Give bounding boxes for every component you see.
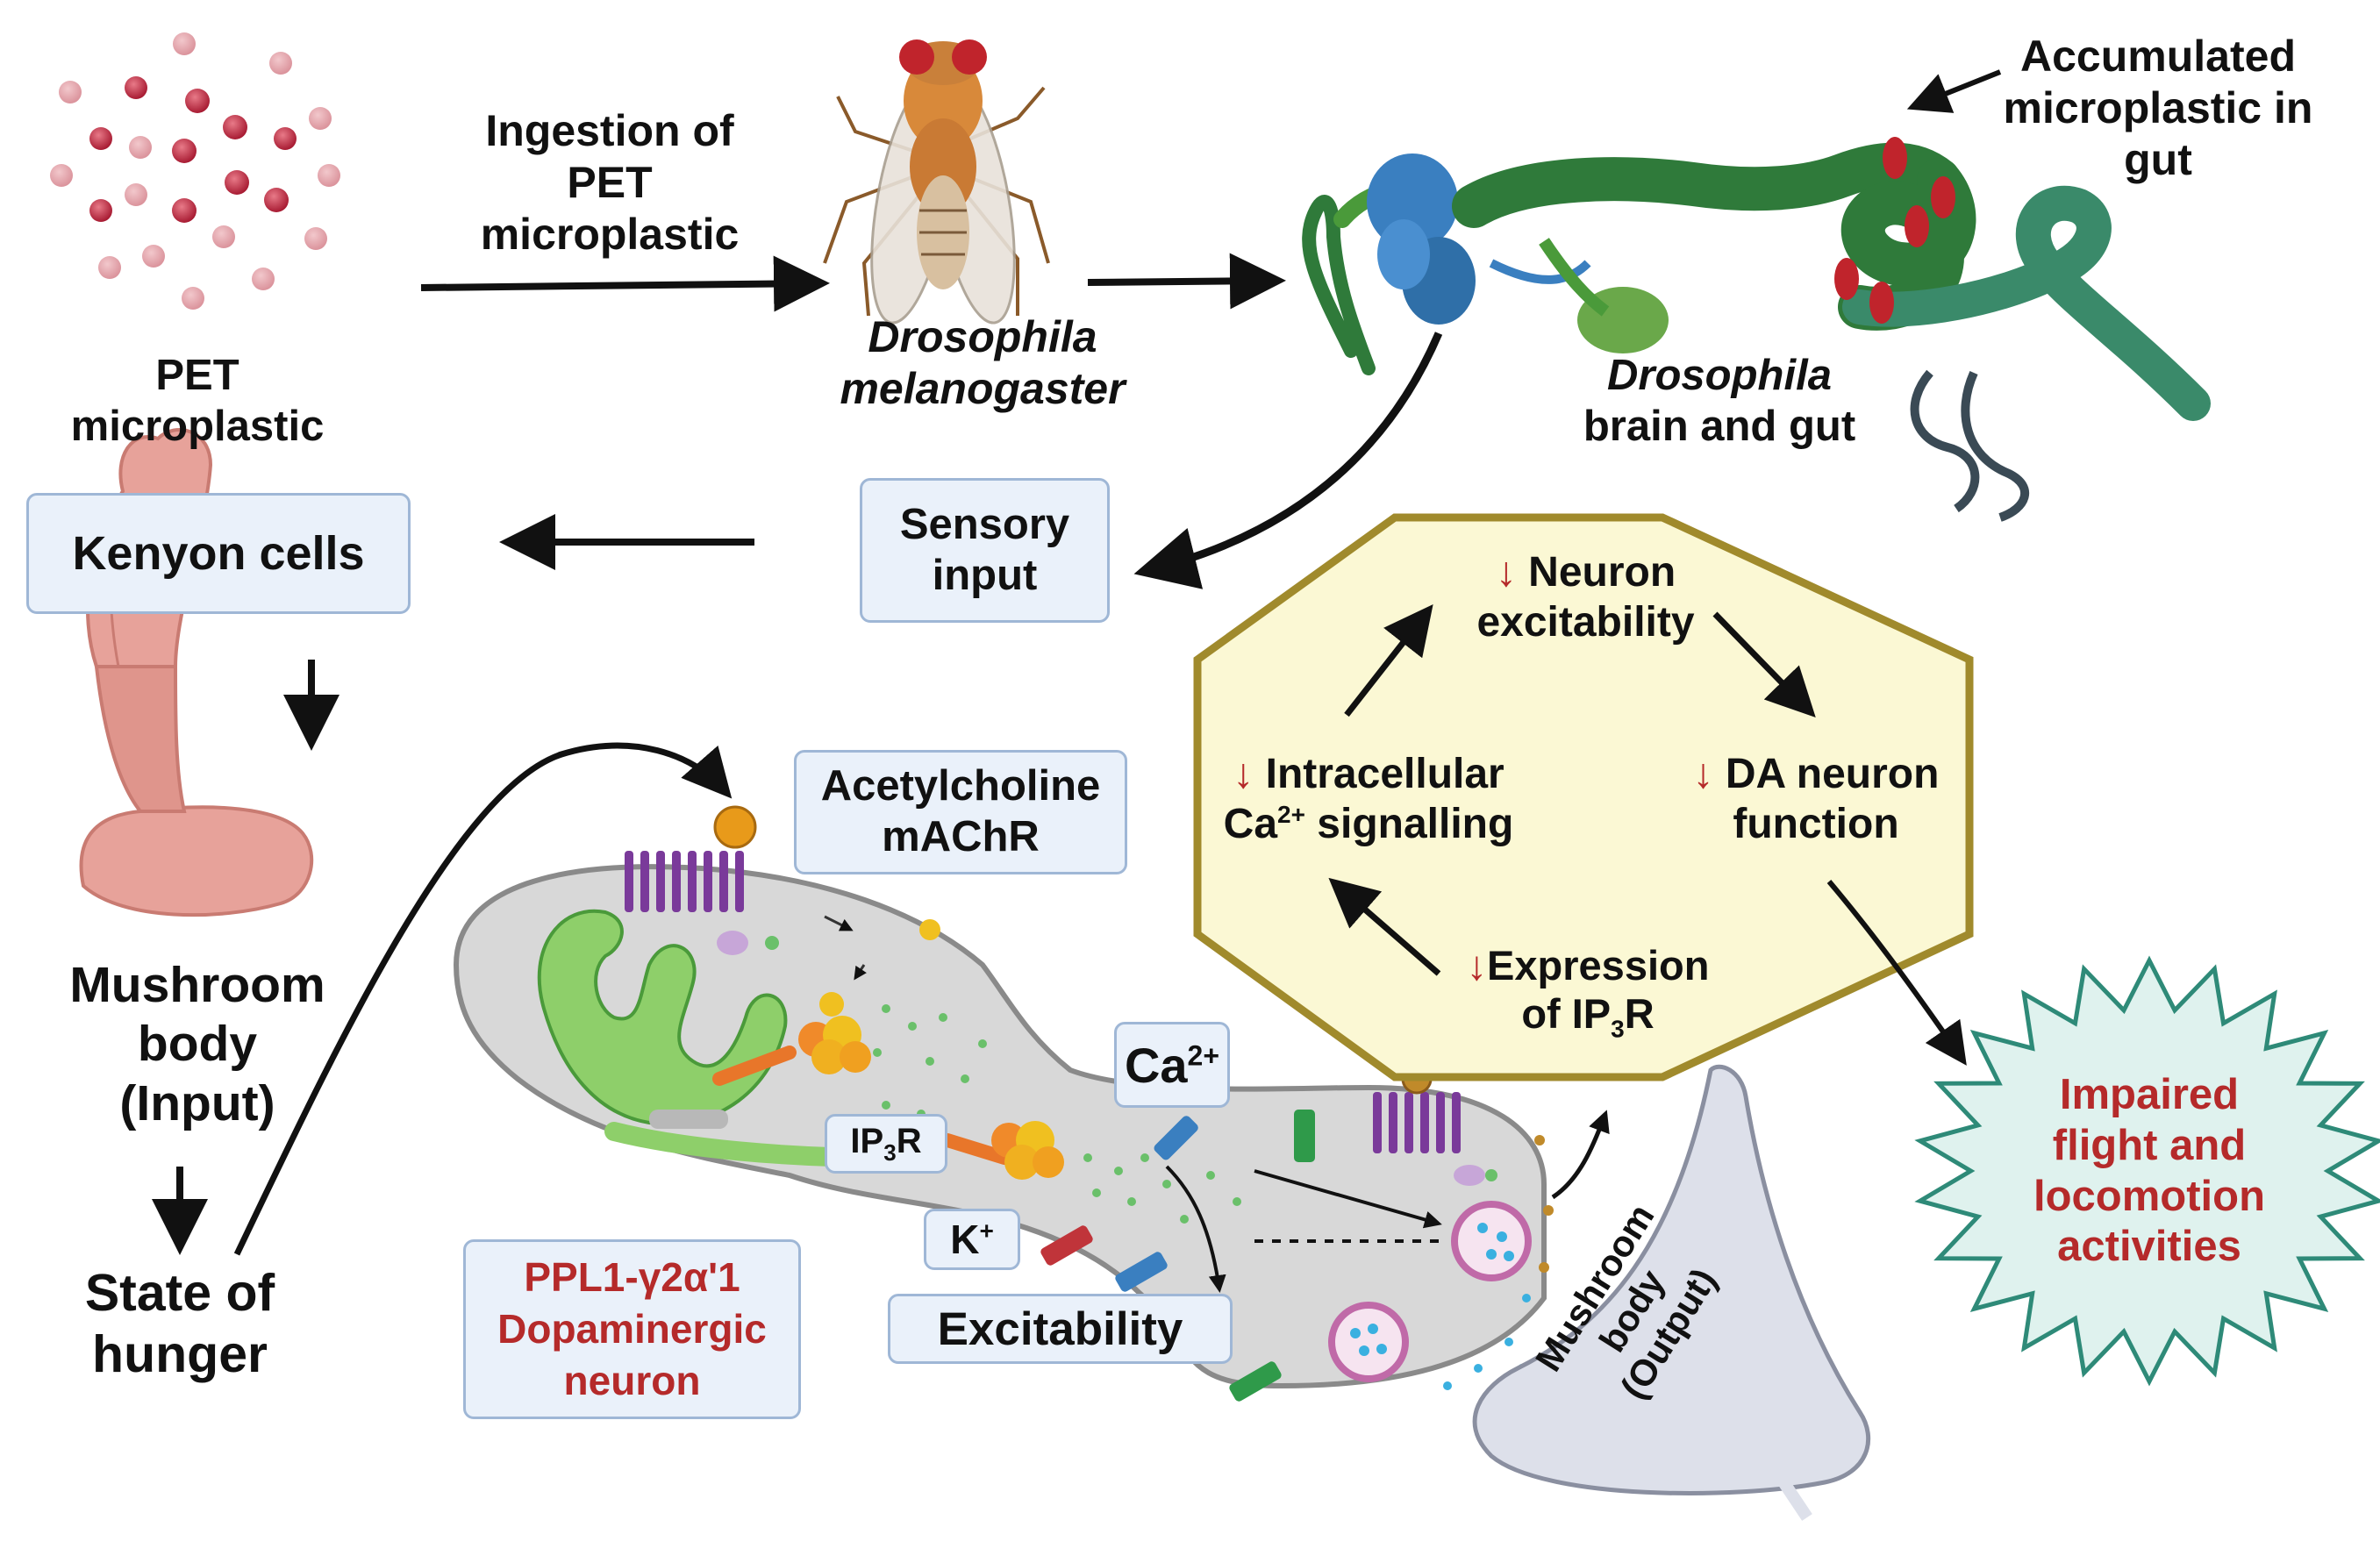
hex-expression-ip3r: ↓Expression of IP3R xyxy=(1466,942,1710,1043)
ip3r-box: IP3R xyxy=(825,1114,947,1174)
arrow-ip3r-to-ca xyxy=(1328,877,1441,976)
ip3r-channel-lower xyxy=(940,1121,1064,1180)
ach-line1: Acetylcholine xyxy=(820,762,1101,810)
arrow-neuron-to-da xyxy=(1712,611,1816,718)
accumulated-line2: microplastic in xyxy=(2003,83,2313,132)
hex-neuron-line2: excitability xyxy=(1476,598,1695,646)
arrow-ca-to-neuron xyxy=(1344,603,1433,717)
impaired-line1: Impaired xyxy=(2059,1071,2240,1118)
brain-and-gut-illustration xyxy=(1302,137,2211,522)
sensory-line1: Sensory xyxy=(899,500,1070,548)
pet-line1: PET xyxy=(155,352,239,399)
kenyon-cells-label: Kenyon cells xyxy=(72,527,365,580)
impaired-activities-label: Impaired flight and locomotion activitie… xyxy=(1991,1070,2307,1273)
arrow-fly-to-gut xyxy=(1087,253,1286,310)
pet-microplastic-particles xyxy=(50,32,340,310)
dopaminergic-neuron-cell-illustration xyxy=(453,851,1554,1402)
acetylcholine-ligand xyxy=(713,805,757,849)
drosophila-fly-illustration xyxy=(823,39,1050,325)
ingestion-line2: PET xyxy=(567,158,653,207)
arrow-da-to-impaired xyxy=(1826,880,1967,1066)
acetylcholine-mAChR-box: Acetylcholine mAChR xyxy=(794,750,1127,874)
ppl1-neuron-box: PPL1-γ2α'1 Dopaminergic neuron xyxy=(463,1239,801,1419)
excitability-label: Excitability xyxy=(937,1302,1183,1355)
fly-line2: melanogaster xyxy=(840,364,1126,413)
impaired-line4: activities xyxy=(2057,1223,2241,1271)
state-of-hunger-label: State of hunger xyxy=(35,1263,325,1385)
arrow-pet-to-fly xyxy=(420,255,830,312)
sensory-input-box: Sensory input xyxy=(860,478,1110,623)
flow-arrows xyxy=(152,69,2002,1256)
brain-gut-label: Drosophila brain and gut xyxy=(1570,351,1869,453)
down-arrow-icon: ↓ xyxy=(1466,942,1488,988)
down-arrow-icon: ↓ xyxy=(1233,751,1254,797)
fly-species-label: Drosophila melanogaster xyxy=(807,311,1158,415)
arrow-neuron-to-output xyxy=(1551,1110,1610,1200)
hex-da-neuron-function: ↓ DA neuron function xyxy=(1667,750,1965,849)
arrow-brain-to-sensory xyxy=(1133,332,1443,589)
pet-line2: microplastic xyxy=(70,402,325,450)
impaired-line2: flight and xyxy=(2052,1121,2247,1169)
mushroom-input-line2: body xyxy=(137,1016,258,1073)
ingestion-line1: Ingestion of xyxy=(485,106,734,155)
mushroom-body-input-label: Mushroom body (Input) xyxy=(35,956,360,1133)
kenyon-cells-box: Kenyon cells xyxy=(26,493,411,614)
ppl1-line1: PPL1-γ2α'1 xyxy=(524,1254,740,1301)
impaired-line3: locomotion xyxy=(2033,1172,2266,1220)
sensory-line2: input xyxy=(932,551,1038,599)
calcium-box: Ca2+ xyxy=(1114,1022,1230,1108)
fly-line1: Drosophila xyxy=(868,312,1097,361)
arrow-hunger-to-ach xyxy=(233,742,733,1256)
ppl1-line3: neuron xyxy=(563,1357,701,1403)
ppl1-line2: Dopaminergic xyxy=(497,1306,767,1352)
ingestion-line3: microplastic xyxy=(480,210,740,259)
pet-microplastic-label: PET microplastic xyxy=(35,351,360,453)
brain-gut-line1: Drosophila xyxy=(1607,352,1832,399)
ingestion-label: Ingestion of PET microplastic xyxy=(456,105,763,260)
mushroom-input-line3: (Input) xyxy=(119,1074,275,1131)
mushroom-input-line1: Mushroom xyxy=(69,957,325,1013)
impaired-activity-starburst xyxy=(1914,955,2380,1387)
accumulated-line1: Accumulated xyxy=(2020,32,2296,81)
hunger-line1: State of xyxy=(84,1264,275,1322)
down-arrow-icon: ↓ xyxy=(1495,549,1517,596)
brain-gut-line2: brain and gut xyxy=(1583,402,1856,450)
ip3r-channel-upper xyxy=(712,1016,871,1086)
accumulated-line3: gut xyxy=(2124,135,2192,184)
hunger-line2: hunger xyxy=(92,1324,268,1383)
potassium-box: K+ xyxy=(924,1209,1020,1270)
accumulated-label: Accumulated microplastic in gut xyxy=(1974,31,2342,186)
hex-neuron-excitability: ↓ Neuron excitability xyxy=(1421,548,1750,647)
hex-da-line2: function xyxy=(1733,800,1899,847)
ach-line2: mAChR xyxy=(882,813,1040,860)
mushroom-body-output-illustration xyxy=(1472,1064,1871,1521)
arrow-to-accumulated xyxy=(1906,69,2002,113)
hex-intracellular-calcium: ↓ Intracellular Ca2+ signalling xyxy=(1223,751,1514,847)
down-arrow-icon: ↓ xyxy=(1692,751,1714,797)
excitability-box: Excitability xyxy=(888,1294,1233,1364)
